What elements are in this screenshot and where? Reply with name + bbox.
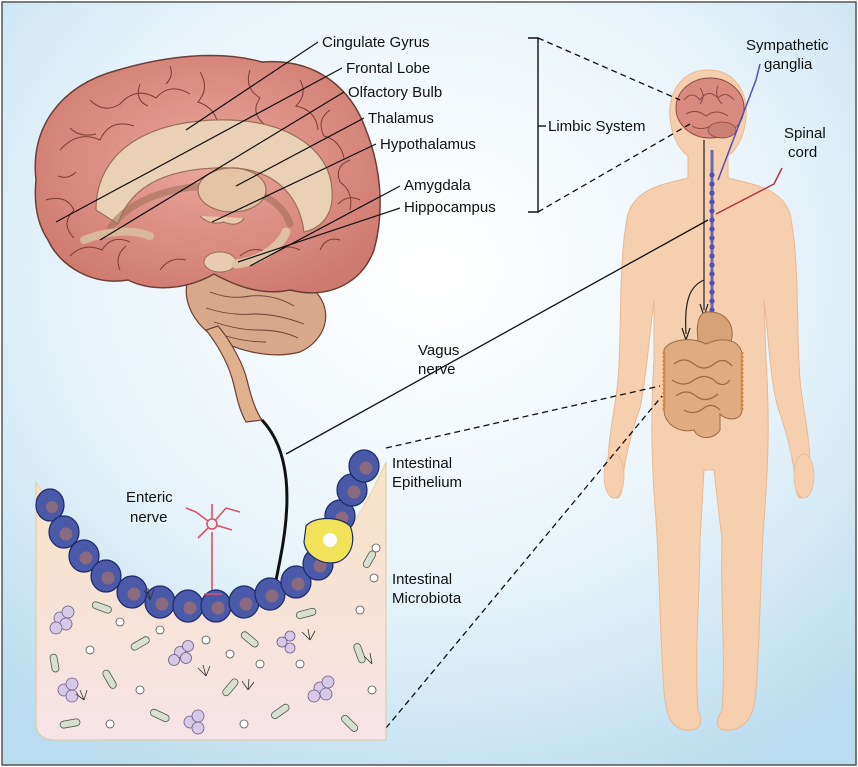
label-hypothalamus: Hypothalamus xyxy=(380,136,476,153)
label-enteric: Enteric xyxy=(126,489,173,506)
label-intestinal-microbiota-1: Intestinal xyxy=(392,571,452,588)
label-hippocampus: Hippocampus xyxy=(404,199,496,216)
label-thalamus: Thalamus xyxy=(368,110,434,127)
label-limbic-system: Limbic System xyxy=(548,118,646,135)
label-intestinal-epithelium-2: Epithelium xyxy=(392,474,462,491)
amygdala xyxy=(204,252,236,272)
label-sympathetic: Sympathetic xyxy=(746,37,829,54)
label-enteric-nerve: nerve xyxy=(130,509,168,526)
label-cord: cord xyxy=(788,144,817,161)
label-cingulate-gyrus: Cingulate Gyrus xyxy=(322,34,430,51)
label-ganglia: ganglia xyxy=(764,56,813,73)
label-vagus: Vagus xyxy=(418,342,459,359)
label-intestinal-microbiota-2: Microbiota xyxy=(392,590,462,607)
body-brain xyxy=(676,78,744,138)
label-amygdala: Amygdala xyxy=(404,177,471,194)
label-olfactory-bulb: Olfactory Bulb xyxy=(348,84,442,101)
label-frontal-lobe: Frontal Lobe xyxy=(346,60,430,77)
label-nerve: nerve xyxy=(418,361,456,378)
label-intestinal-epithelium-1: Intestinal xyxy=(392,455,452,472)
label-spinal: Spinal xyxy=(784,125,826,142)
